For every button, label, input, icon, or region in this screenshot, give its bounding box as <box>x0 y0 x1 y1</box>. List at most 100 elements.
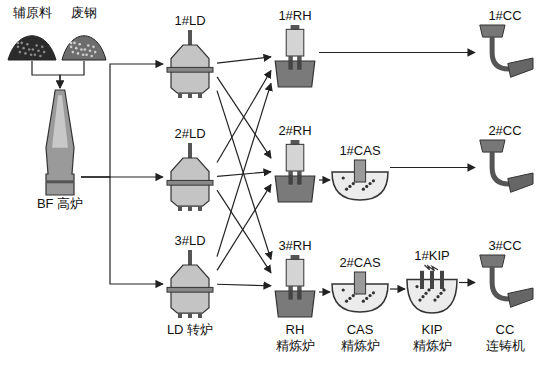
cas-refiner: 1#CAS <box>332 142 388 200</box>
icon-part <box>362 188 365 191</box>
flow-arrow <box>390 288 405 289</box>
icon-part <box>82 53 85 56</box>
icon-part <box>30 53 33 56</box>
rh-refiner: 2#RH <box>273 122 317 202</box>
icon-part <box>365 185 368 188</box>
flow-arrow <box>217 71 271 163</box>
icon-part <box>198 313 202 318</box>
converter-icon <box>165 143 215 211</box>
icon-part <box>354 160 365 182</box>
icon-part <box>420 271 424 289</box>
icon-part <box>41 46 44 49</box>
equipment-label: 2#CAS <box>339 255 380 271</box>
flow-arrow <box>217 57 271 63</box>
equipment-label: BF 高炉 <box>36 196 84 212</box>
icon-part <box>92 46 95 49</box>
flow-arrow <box>217 185 271 271</box>
icon-part <box>345 300 348 303</box>
icon-part <box>480 25 505 37</box>
icon-part <box>8 36 56 60</box>
converter: 2#LD <box>165 125 215 211</box>
equipment-label: 辅原料 <box>13 5 52 21</box>
flow-arrow <box>459 282 475 283</box>
icon-part <box>421 295 424 298</box>
icon-part <box>178 206 182 211</box>
icon-part <box>480 140 505 152</box>
material-pile: 辅原料 <box>7 4 57 60</box>
icon-part <box>19 51 22 54</box>
icon-part <box>415 285 418 288</box>
icon-part <box>425 265 439 271</box>
equipment-label: 1#KIP <box>414 248 449 264</box>
flow-arrow <box>319 291 330 292</box>
icon-part <box>345 188 348 191</box>
cas-refiner-icon <box>332 272 388 312</box>
icon-part <box>275 61 315 87</box>
equipment-label: 3#RH <box>278 238 311 254</box>
rh-refiner-icon <box>273 140 317 202</box>
column-label: CAS 精炼炉 <box>336 322 384 354</box>
icon-part <box>508 288 533 307</box>
icon-part <box>73 42 76 45</box>
caster: 2#CC <box>477 122 533 195</box>
icon-part <box>17 46 20 49</box>
cas-refiner: 2#CAS <box>332 254 388 312</box>
scrap-pile: 废钢 <box>61 4 107 60</box>
icon-part <box>46 90 74 195</box>
flow-arrow <box>81 64 163 177</box>
equipment-label: 废钢 <box>71 5 97 21</box>
column-label: RH 精炼炉 <box>271 322 319 354</box>
caster: 3#CC <box>477 237 533 310</box>
icon-part <box>72 51 75 54</box>
icon-part <box>198 206 202 211</box>
icon-part <box>94 51 97 54</box>
icon-part <box>188 93 192 98</box>
icon-part <box>77 52 80 55</box>
kip-refiner: 1#KIP <box>407 247 457 313</box>
icon-part <box>167 180 213 185</box>
icon-part <box>46 180 74 183</box>
icon-part <box>70 46 73 49</box>
icon-part <box>286 259 304 286</box>
icon-part <box>288 286 292 300</box>
kip-refiner-icon <box>407 265 457 313</box>
icon-part <box>372 179 375 182</box>
flow-arrow <box>319 179 330 180</box>
icon-part <box>89 49 92 52</box>
column-label: LD 转炉 <box>166 322 214 338</box>
cas-refiner-icon <box>332 160 388 200</box>
flow-arrow <box>81 177 163 284</box>
flow-arrow <box>60 61 84 88</box>
icon-part <box>26 43 29 46</box>
rh-refiner-icon <box>273 25 317 87</box>
icon-part <box>39 55 42 58</box>
flow-arrow <box>217 83 271 256</box>
converter-icon <box>165 30 215 98</box>
icon-part <box>288 176 292 185</box>
column-label: CC 连铸机 <box>481 322 529 354</box>
icon-part <box>17 42 20 45</box>
icon-part <box>297 286 301 300</box>
material-pile-icon <box>7 22 57 60</box>
icon-part <box>288 61 292 70</box>
icon-part <box>508 58 533 77</box>
icon-part <box>365 297 368 300</box>
icon-part <box>22 47 25 50</box>
equipment-label: 1#LD <box>174 13 205 29</box>
icon-part <box>80 48 83 51</box>
icon-part <box>286 29 304 56</box>
icon-part <box>436 295 439 298</box>
icon-part <box>508 173 533 192</box>
icon-part <box>24 52 27 55</box>
icon-part <box>75 47 78 50</box>
icon-part <box>188 313 192 318</box>
icon-part <box>167 287 213 292</box>
converter: 1#LD <box>165 12 215 98</box>
icon-part <box>288 291 292 300</box>
rh-refiner: 1#RH <box>273 7 317 87</box>
flow-arrow <box>217 172 271 177</box>
flow-arrow <box>217 284 271 286</box>
icon-part <box>433 298 436 301</box>
icon-part <box>28 48 31 51</box>
